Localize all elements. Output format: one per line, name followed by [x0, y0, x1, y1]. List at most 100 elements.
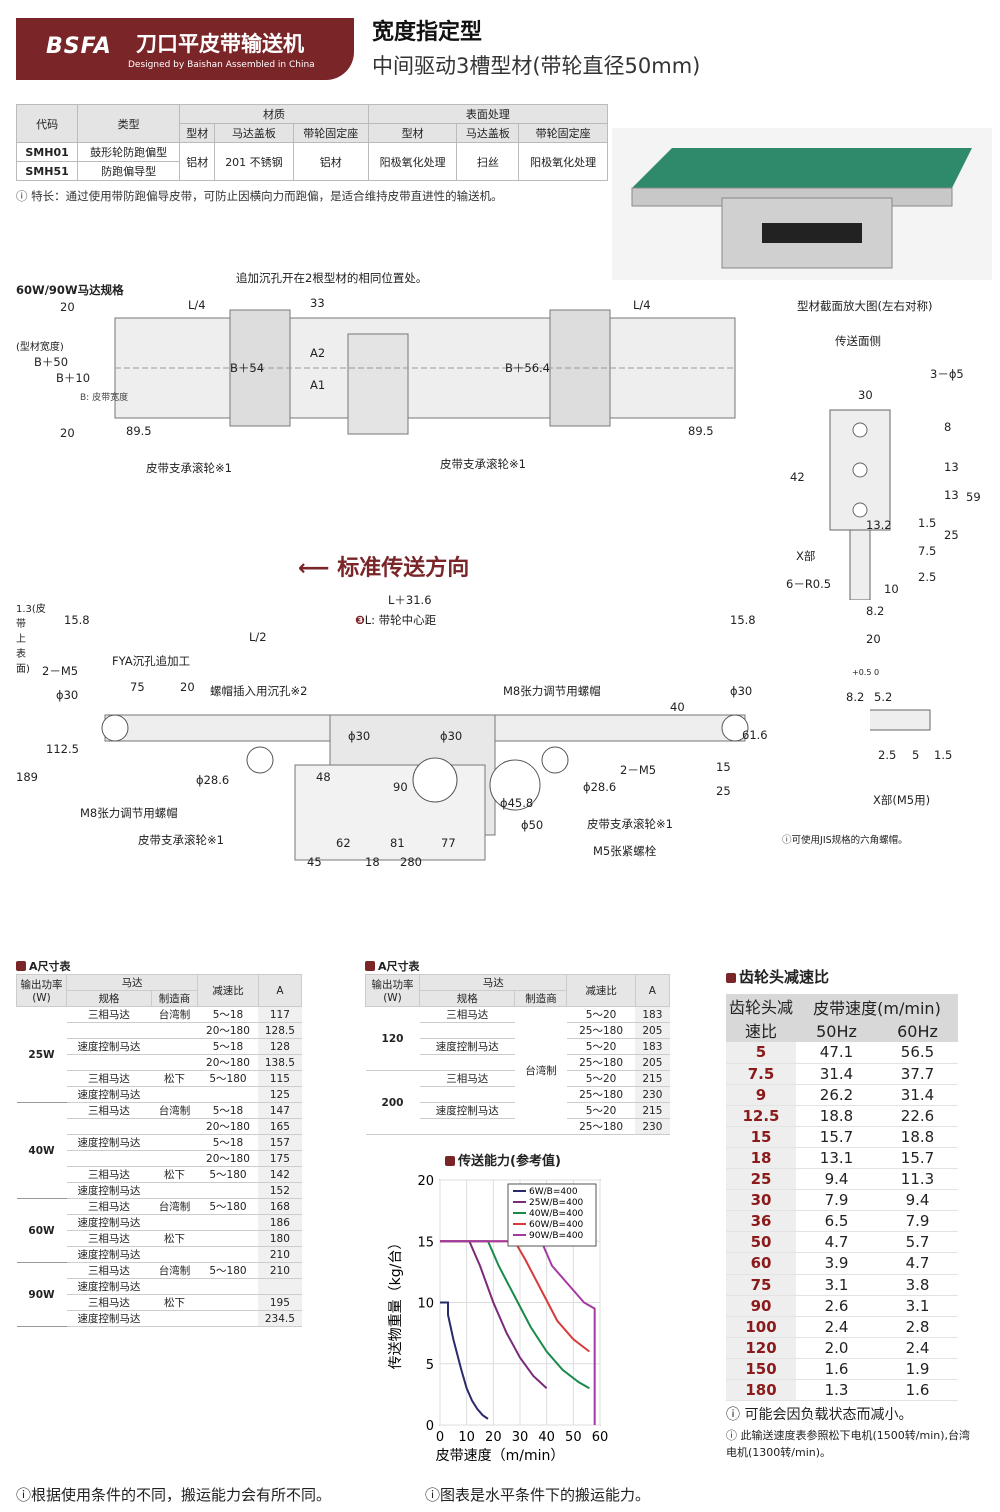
cell [151, 1150, 198, 1167]
m5-d52: 5.2 [874, 690, 893, 704]
cell: 3.1 [796, 1274, 877, 1296]
gear-title: 齿轮头减速比 [726, 966, 829, 987]
cell: 5.7 [876, 1231, 958, 1254]
roller-label-side-left: 皮带支承滚轮※1 [138, 833, 224, 847]
dim-89-right: 89.5 [688, 424, 714, 438]
gear-title-text: 齿轮头减速比 [739, 968, 830, 986]
x-tick-label: 20 [485, 1430, 502, 1445]
series-line [440, 1240, 548, 1389]
cell: 234.5 [258, 1310, 302, 1327]
cell: 3.8 [876, 1274, 958, 1296]
cell: 三相马达 [66, 1230, 152, 1247]
cell: 90 [726, 1295, 796, 1317]
cell: 175 [258, 1150, 302, 1167]
x-tick-label: 30 [512, 1430, 529, 1445]
a-table2-title: A尺寸表 [365, 958, 420, 974]
dim-d30-center: ϕ30 [348, 729, 371, 743]
power-cell: 200 [365, 1070, 420, 1135]
sec-d82: 8.2 [866, 604, 885, 618]
col-surface: 表面处理 [367, 104, 609, 124]
cell: 205 [635, 1022, 670, 1039]
cell: 20～180 [197, 1022, 259, 1039]
cell [151, 1022, 198, 1039]
m8-label-left: M8张力调节用螺帽 [80, 806, 178, 820]
cell [197, 1310, 259, 1327]
direction-text: 标准传送方向 [337, 556, 470, 581]
cell: 165 [258, 1118, 302, 1135]
cell: 2.0 [796, 1337, 877, 1359]
gear-note1: ⓘ 可能会因负载状态而减小。 [726, 1404, 912, 1424]
sec-d75: 7.5 [918, 544, 937, 558]
cell: 31.4 [876, 1084, 958, 1106]
power-cell: 40W [16, 1102, 67, 1199]
cell: 215 [635, 1102, 670, 1119]
cell: 180 [726, 1379, 796, 1402]
bullet-icon [726, 973, 736, 983]
cell [197, 1182, 259, 1199]
cell: 松下 [151, 1166, 198, 1183]
cell [197, 1278, 259, 1295]
cell: 147 [258, 1102, 302, 1119]
cell: 30 [726, 1189, 796, 1212]
cell: 三相马达 [419, 1070, 515, 1087]
dim-b564: B＋56.4 [505, 361, 550, 375]
cell: 5～18 [197, 1038, 259, 1055]
x-tick-label: 0 [436, 1430, 444, 1445]
x-tick-label: 50 [565, 1430, 582, 1445]
gear-note1-text: 可能会因负载状态而减小。 [744, 1407, 913, 1423]
cell: 20～180 [197, 1054, 259, 1071]
bullet-icon [365, 961, 375, 971]
cell: 5～180 [197, 1070, 259, 1087]
dim-l4-right: L/4 [633, 298, 651, 312]
dim-1125: 112.5 [46, 742, 79, 756]
footer-right-text: 图表是水平条件下的搬运能力。 [440, 1486, 651, 1504]
cell: 三相马达 [66, 1198, 152, 1215]
m5-d5: 5 [912, 748, 920, 762]
x-tick-label: 10 [458, 1430, 475, 1445]
col-ratio: 减速比 [197, 974, 259, 1007]
cell: 157 [258, 1134, 302, 1151]
cell: 速度控制马达 [66, 1214, 152, 1231]
cell: 183 [635, 1038, 670, 1055]
info-icon: ⓘ [16, 1486, 32, 1504]
col-sur-seat: 带轮固定座 [518, 123, 608, 143]
cell: 142 [258, 1166, 302, 1183]
dim-20-bottom: 20 [60, 426, 75, 440]
cell: 180 [258, 1230, 302, 1247]
dim-d286-left: ϕ28.6 [196, 773, 230, 787]
cell: 台湾制 [151, 1262, 198, 1279]
y-tick-label: 15 [417, 1235, 434, 1250]
x-axis-label: 皮带速度（m/min） [436, 1448, 565, 1464]
cell [258, 1278, 302, 1295]
cell: 7.9 [876, 1210, 958, 1233]
dim-d30-right2: ϕ30 [440, 729, 463, 743]
cell: 20～180 [197, 1118, 259, 1135]
feature-text: 特长：通过使用带防跑偏导皮带，可防止因横向力而跑偏，是适合维持皮带直进性的输送机… [31, 189, 503, 203]
cell [151, 1118, 198, 1135]
feature-note: ⓘ 特长：通过使用带防跑偏导皮带，可防止因横向力而跑偏，是适合维持皮带直进性的输… [16, 188, 503, 204]
dim-158-right: 15.8 [730, 613, 756, 627]
chart-title: 传送能力(参考值) [445, 1150, 561, 1169]
col-motor: 马达 [65, 974, 199, 991]
y-axis-label: 传送物重量（kg/台） [388, 1236, 404, 1370]
y-tick-label: 0 [426, 1419, 434, 1434]
sec-d25: 25 [944, 528, 959, 542]
maker-cell: 台湾制 [514, 1006, 567, 1135]
cell [151, 1134, 198, 1151]
m5-d15: 1.5 [934, 748, 953, 762]
cell: 150 [726, 1358, 796, 1381]
cell: 25～180 [566, 1086, 636, 1103]
direction-label: ⟵ 标准传送方向 [298, 550, 469, 582]
sec-d25b: 2.5 [918, 570, 937, 584]
m8-label-right: M8张力调节用螺帽 [503, 684, 601, 698]
